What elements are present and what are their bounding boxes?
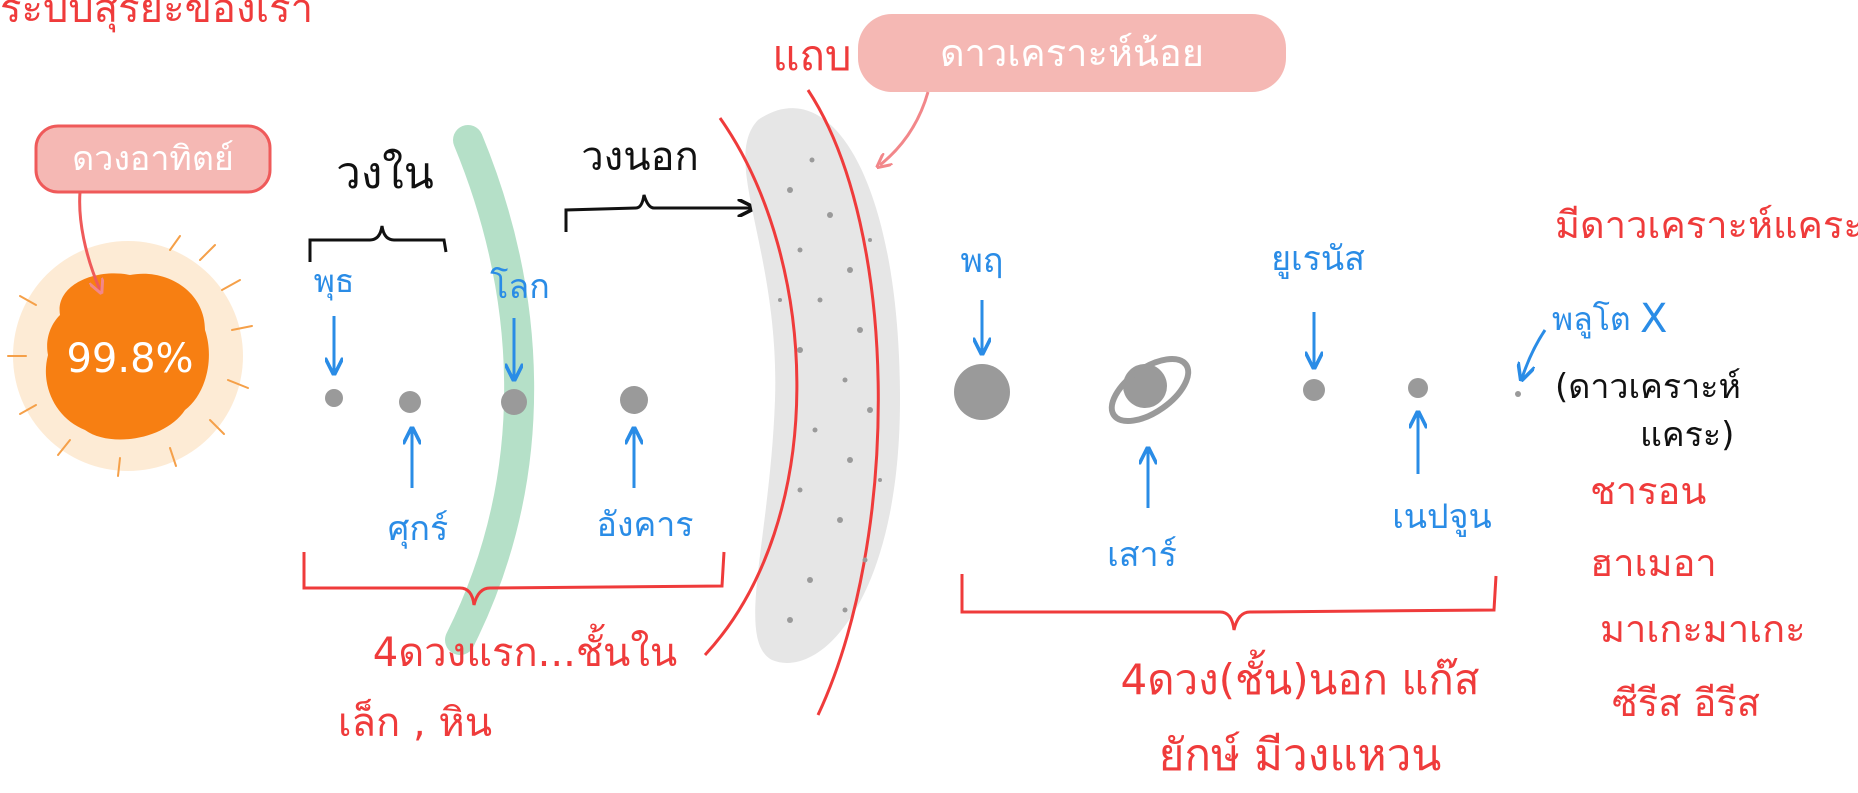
inner-group-line1: 4ดวงแรก...ชั้นใน: [373, 623, 677, 676]
asteroid-belt: [745, 108, 900, 663]
pluto-mark: X: [1640, 296, 1667, 342]
outer-zone-label: วงนอก: [581, 134, 699, 180]
label-saturn: เสาร์: [1107, 535, 1177, 575]
sun-core: [45, 273, 209, 440]
label-pluto: พลูโต: [1552, 300, 1631, 339]
label-earth: โลก: [490, 267, 550, 307]
outer-group-line2: ยักษ์ มีวงแหวน: [1159, 730, 1442, 781]
planet-pluto: [1515, 391, 1521, 397]
belt-word: แถบ: [772, 31, 851, 80]
inner-zone-label: วงใน: [336, 148, 434, 199]
label-venus: ศุกร์: [388, 509, 448, 549]
belt-edge-right: [806, 89, 880, 716]
outer-group-line1: 4ดวง(ชั้น)นอก แก๊ส: [1121, 649, 1480, 704]
sun-percent: 99.8%: [66, 336, 193, 382]
label-uranus: ยูเรนัส: [1271, 239, 1365, 279]
planet-jupiter: [954, 364, 1010, 420]
planet-mars: [620, 386, 648, 414]
pluto-note-1: (ดาวเคราะห์: [1555, 367, 1741, 407]
belt-edge-left: [703, 117, 799, 657]
dwarf-heading: มีดาวเคราะห์แคระ: [1555, 203, 1858, 247]
planet-earth: [501, 389, 527, 415]
outer-group-brace: [960, 574, 1498, 631]
pluto-note-2: แคระ): [1640, 415, 1734, 455]
sun-callout-label: ดวงอาทิตย์: [72, 139, 234, 179]
sun-rays: [7, 235, 253, 477]
planet-uranus: [1303, 379, 1325, 401]
page-title: ระบบสุริยะของเรา: [0, 0, 313, 33]
planet-mercury: [325, 389, 343, 407]
dwarf-item-3: ซีรีส อีรีส: [1612, 681, 1760, 725]
label-mars: อังคาร: [596, 505, 693, 545]
label-mercury: พุธ: [314, 262, 355, 301]
frost-line-band: [445, 125, 535, 655]
inner-group-brace: [302, 551, 726, 606]
inner-group-line2: เล็ก , หิน: [338, 698, 492, 746]
belt-asteroids: [778, 157, 882, 623]
inner-zone-brace: [308, 225, 448, 262]
asteroid-callout-label: ดาวเคราะห์น้อย: [940, 31, 1204, 75]
dwarf-item-1: ฮาเมอา: [1590, 541, 1717, 585]
outer-zone-arrow: [564, 194, 752, 232]
label-jupiter: พฤ: [961, 241, 1004, 281]
dwarf-item-2: มาเกะมาเกะ: [1600, 607, 1806, 651]
dwarf-item-0: ชารอน: [1590, 469, 1706, 513]
planet-neptune: [1408, 378, 1428, 398]
asteroid-callout: ดาวเคราะห์น้อย: [858, 14, 1286, 165]
planet-saturn: [1108, 355, 1192, 425]
sun: 99.8%: [7, 235, 253, 477]
planet-venus: [399, 391, 421, 413]
arrow-pluto: [1522, 329, 1547, 378]
label-neptune: เนปจูน: [1392, 497, 1492, 537]
sun-callout: ดวงอาทิตย์: [34, 124, 272, 290]
